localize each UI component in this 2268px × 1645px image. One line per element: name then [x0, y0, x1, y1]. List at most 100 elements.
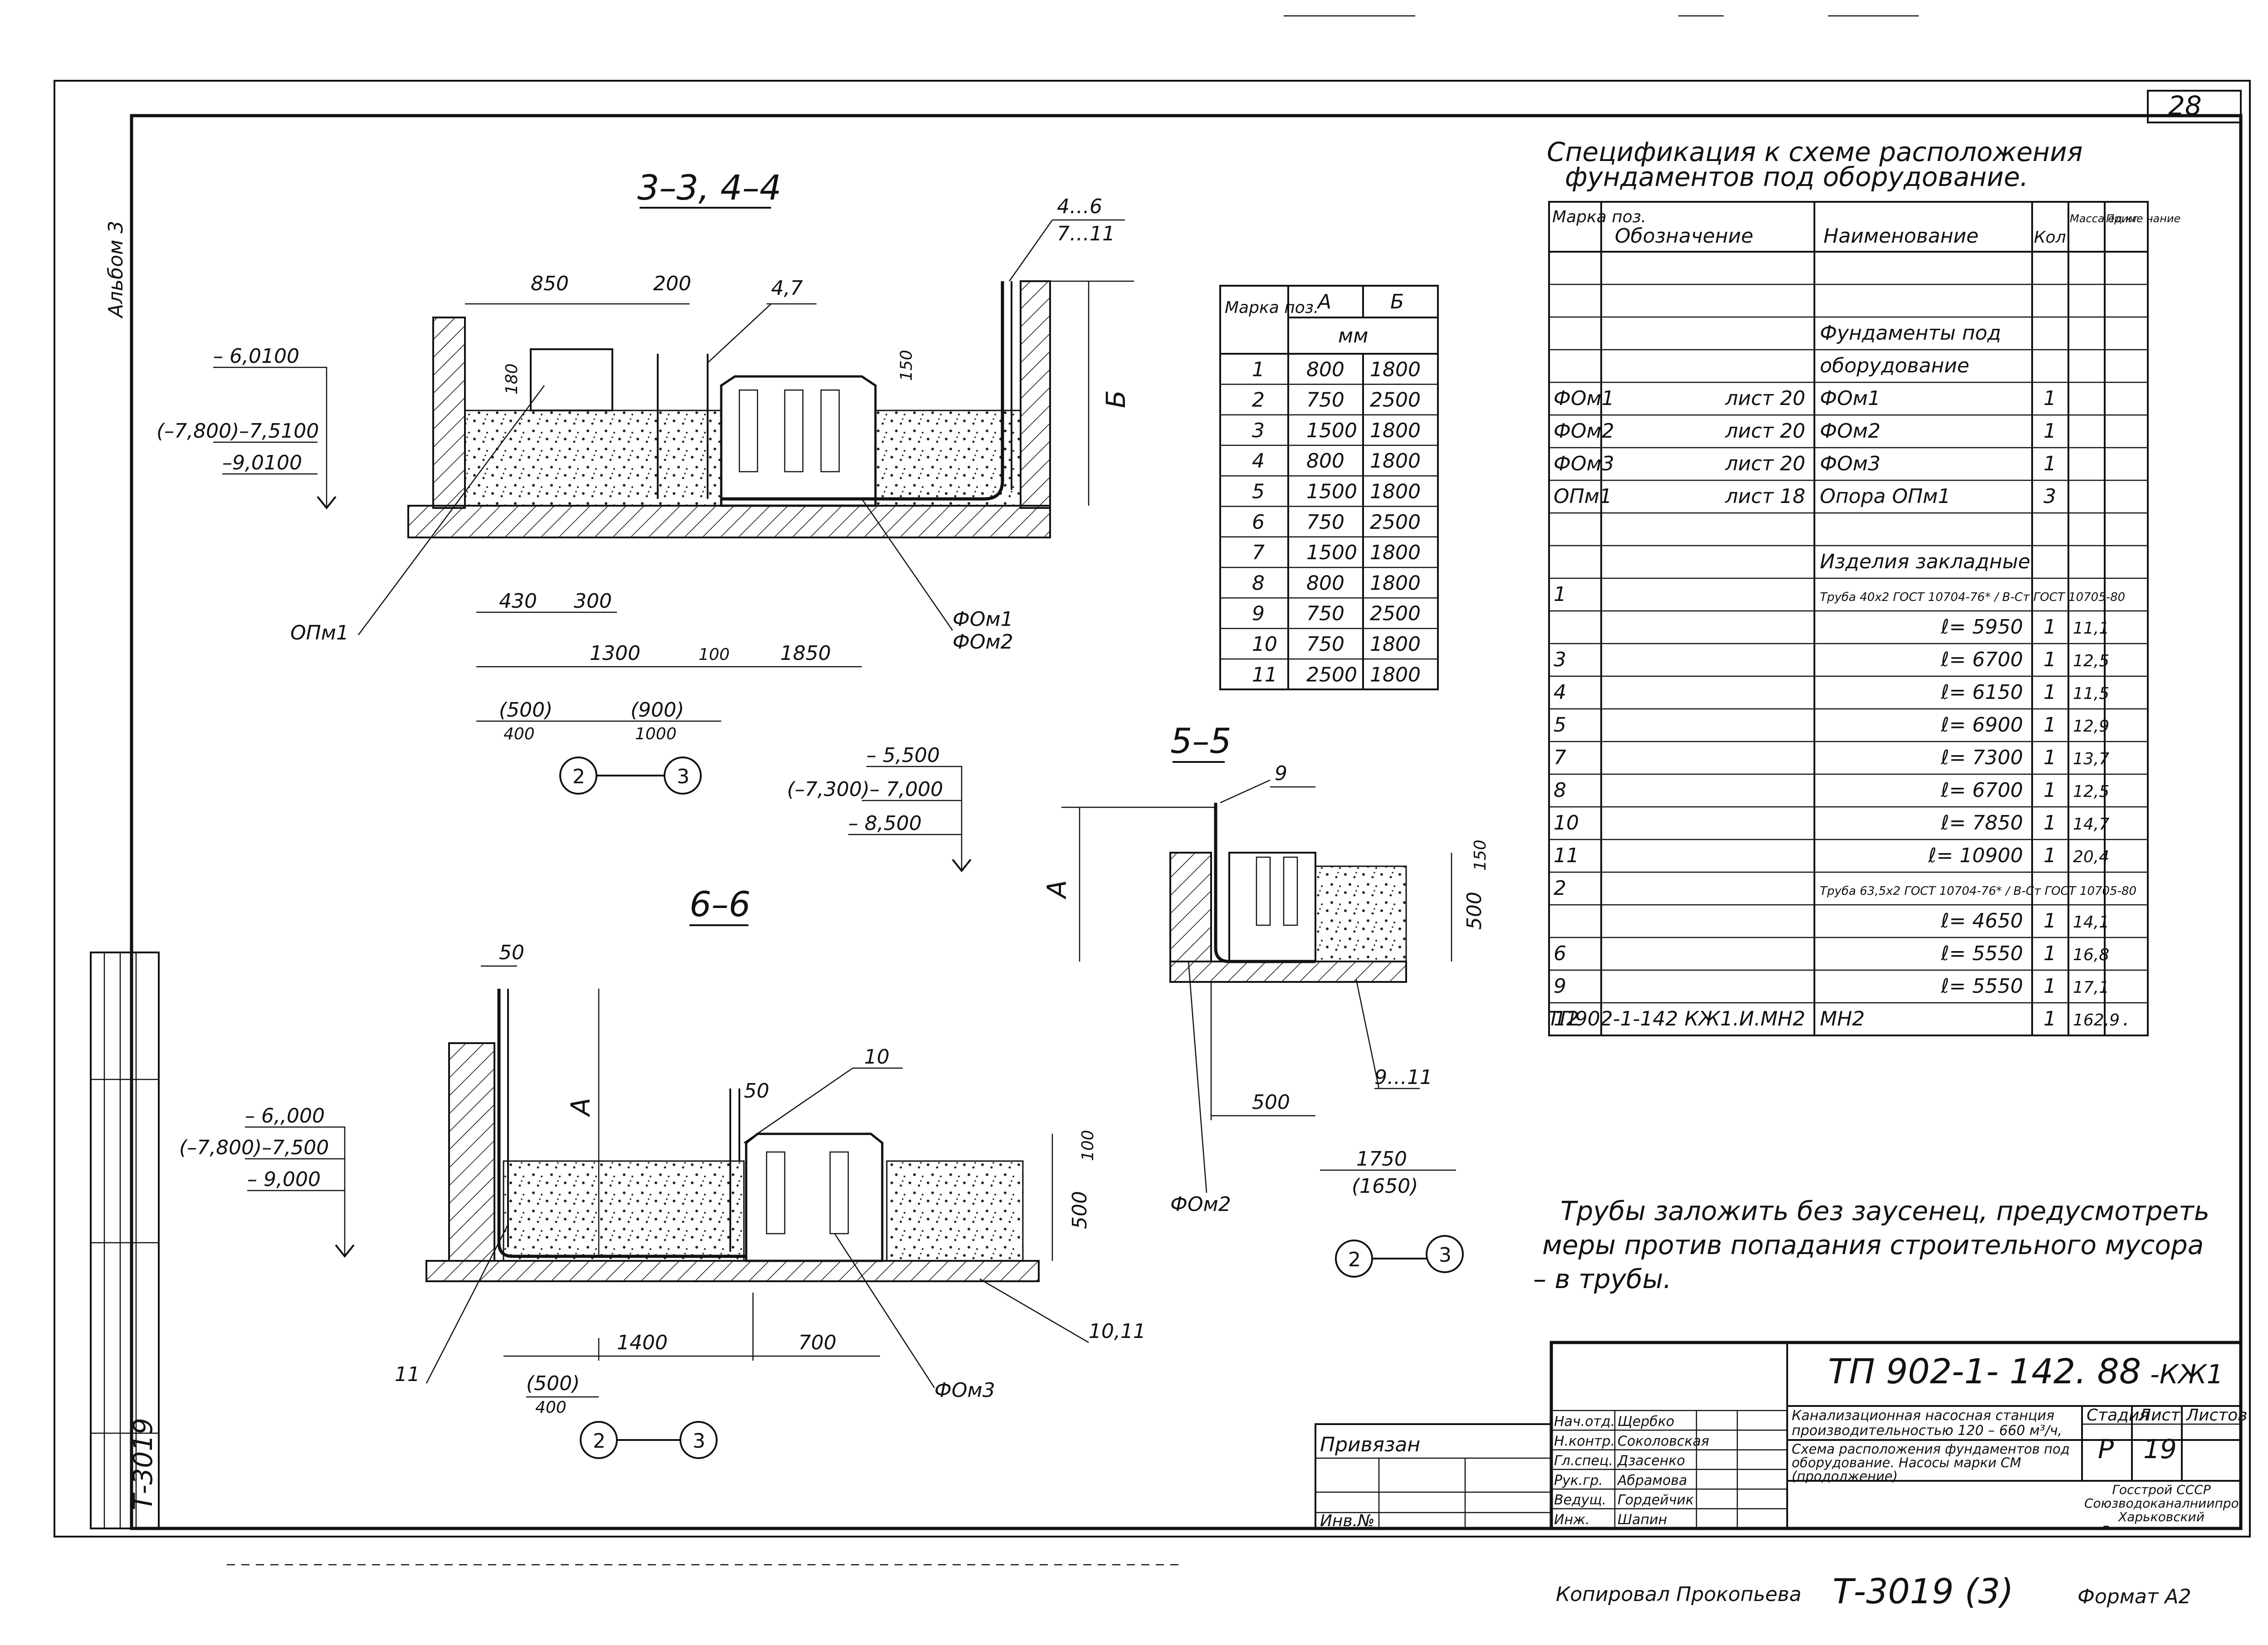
spec-cell-mark: ОПм1 — [1554, 485, 1612, 508]
spec-cell-mass: 17,1 — [2073, 978, 2109, 997]
stage-label: Стадия — [2087, 1406, 2149, 1425]
spec-cell-mark: 3 — [1554, 648, 1566, 671]
spec-cell-name: ℓ= 4650 — [1941, 909, 2023, 932]
spec-cell-name: ℓ= 5950 — [1941, 615, 2023, 639]
spec-cell-qty: 1 — [2043, 681, 2056, 704]
sheets-label: Листов — [2185, 1406, 2247, 1425]
spec-cell-name: ℓ= 5550 — [1941, 942, 2023, 965]
dim-table-a: 2500 — [1306, 663, 1357, 686]
section-6-6-title: 6–6 — [689, 884, 751, 924]
axis-3: 3 — [677, 765, 689, 788]
dim-table-b: 2500 — [1370, 602, 1421, 625]
level-55-3: – 8,500 — [848, 812, 922, 835]
callout-fom3: ФОм3 — [934, 1379, 995, 1402]
spec-cell-mark: 1 — [1554, 583, 1566, 606]
dim-table-a: 750 — [1306, 633, 1344, 656]
level-1: – 6,0100 — [213, 345, 299, 368]
callout-4-6: 4…6 — [1057, 195, 1102, 218]
title-block: ТП 902-1- 142. 88 -КЖ1 Стадия Лист Листо… — [1315, 1341, 2247, 1530]
spec-cell-mass: 14,1 — [2073, 913, 2109, 932]
level-55-1: – 5,500 — [866, 744, 940, 767]
dim-b: Б — [1100, 390, 1131, 408]
dim-66-50: 50 — [499, 941, 524, 964]
role-label: Нач.отд. — [1554, 1414, 1615, 1430]
outer-frame — [54, 80, 2251, 1538]
dim-table-a: 800 — [1306, 571, 1344, 595]
drawing-name: Схема расположения фундаментов под обору… — [1792, 1442, 2070, 1483]
footer-code: Т-3019 (3) — [1833, 1571, 2014, 1611]
dim-55-500: 500 — [1463, 892, 1486, 930]
role-name: Гордейчик — [1618, 1492, 1694, 1508]
spec-cell-name: ℓ= 7300 — [1941, 746, 2023, 769]
dim-table-b: 1800 — [1370, 449, 1421, 473]
spec-cell-mass: 14,7 — [2073, 815, 2109, 834]
spec-cell-name: Труба 63,5х2 ГОСТ 10704-76* / В-Ст ГОСТ … — [1820, 884, 2136, 898]
spec-cell-qty: 1 — [2043, 942, 2056, 965]
dim-table-a: 1500 — [1306, 480, 1357, 503]
dim-table-b: 1800 — [1370, 541, 1421, 564]
sheet-label: Лист — [2138, 1406, 2180, 1425]
dim-180: 180 — [503, 363, 521, 395]
callout-55-fom2: ФОм2 — [1170, 1193, 1231, 1216]
title-sheet-mark: -КЖ1 — [2150, 1359, 2223, 1390]
spec-cell-name: Изделия закладные — [1820, 550, 2030, 573]
sheet-value: 19 — [2143, 1434, 2177, 1464]
spec-row: 2 Труба 63,5х2 ГОСТ 10704-76* / В-Ст ГОСТ… — [1554, 877, 2136, 900]
spec-cell-name: ФОм3 — [1820, 452, 1881, 475]
note: Трубы заложить без заусенец, предусмотре… — [1533, 1196, 2209, 1294]
role-label: Рук.гр. — [1554, 1473, 1603, 1489]
spec-cell-qty: 1 — [2043, 909, 2056, 932]
title-code: ТП 902-1- 142. 88 — [1828, 1351, 2141, 1391]
spec-cell-qty: 1 — [2043, 1007, 2056, 1030]
format-label: Формат А2 — [2077, 1585, 2191, 1608]
inv-label: Инв.№ — [1320, 1512, 1375, 1530]
dim-1300: 1300 — [590, 642, 640, 665]
dim-table-mark: 10 — [1252, 633, 1277, 656]
spec-cell-name: ℓ= 5550 — [1941, 975, 2023, 998]
dim-200: 200 — [653, 272, 691, 295]
spec-cell-name: оборудование — [1820, 354, 1970, 377]
spec-cell-name: Фундаменты под — [1820, 322, 2001, 345]
spec-cell-name: ℓ= 7850 — [1941, 811, 2023, 835]
dim-1000: 1000 — [635, 725, 677, 743]
spec-cell-name: ФОм1 — [1820, 387, 1881, 410]
section-3-3: 3–3, 4–4 850 200 4,7 180 150 Б — [156, 167, 1134, 795]
spec-row: ℓ= 4650 1 14,1 — [1941, 909, 2109, 932]
dim-table-mark: 1 — [1252, 358, 1265, 381]
callout-11: 11 — [395, 1363, 420, 1386]
section-6-6: 6–6 50 А 50 10 100 500 1400 700 (500) 40… — [179, 884, 1146, 1459]
dim-table-a: 750 — [1306, 511, 1344, 534]
spec-cell-mark: 7 — [1554, 746, 1566, 769]
side-stamp-code: Т-3019 — [127, 1418, 158, 1510]
axis-55-3: 3 — [1439, 1244, 1452, 1267]
dim-table-b: 1800 — [1370, 358, 1421, 381]
spec-row: Изделия закладные — [1820, 550, 2030, 573]
spec-cell-qty: 1 — [2043, 387, 2056, 410]
spec-cell-qty: 1 — [2043, 420, 2056, 443]
dim-66-100: 100 — [1079, 1130, 1097, 1161]
dim-66-1400: 1400 — [617, 1331, 668, 1354]
privyazan-label: Привязан — [1320, 1433, 1420, 1456]
spec-cell-name: ФОм2 — [1820, 420, 1881, 443]
dim-table-unit: мм — [1338, 324, 1368, 347]
callout-fom1: ФОм1 — [953, 608, 1013, 631]
dim-table-a: 750 — [1306, 389, 1344, 412]
role-label: Ведущ. — [1554, 1492, 1606, 1508]
spec-cell-mark: 2 — [1554, 877, 1566, 900]
dim-1850: 1850 — [780, 642, 831, 665]
spec-cell-mass: 20,4 — [2073, 848, 2109, 866]
dim-table-mark: 9 — [1252, 602, 1265, 625]
spec-cell-mass: 11,1 — [2073, 619, 2109, 638]
dim-900-paren: (900) — [631, 698, 684, 722]
axis-2: 2 — [572, 765, 585, 788]
dim-table-b: 1800 — [1370, 633, 1421, 656]
sheet-number: 28 — [2168, 90, 2202, 121]
